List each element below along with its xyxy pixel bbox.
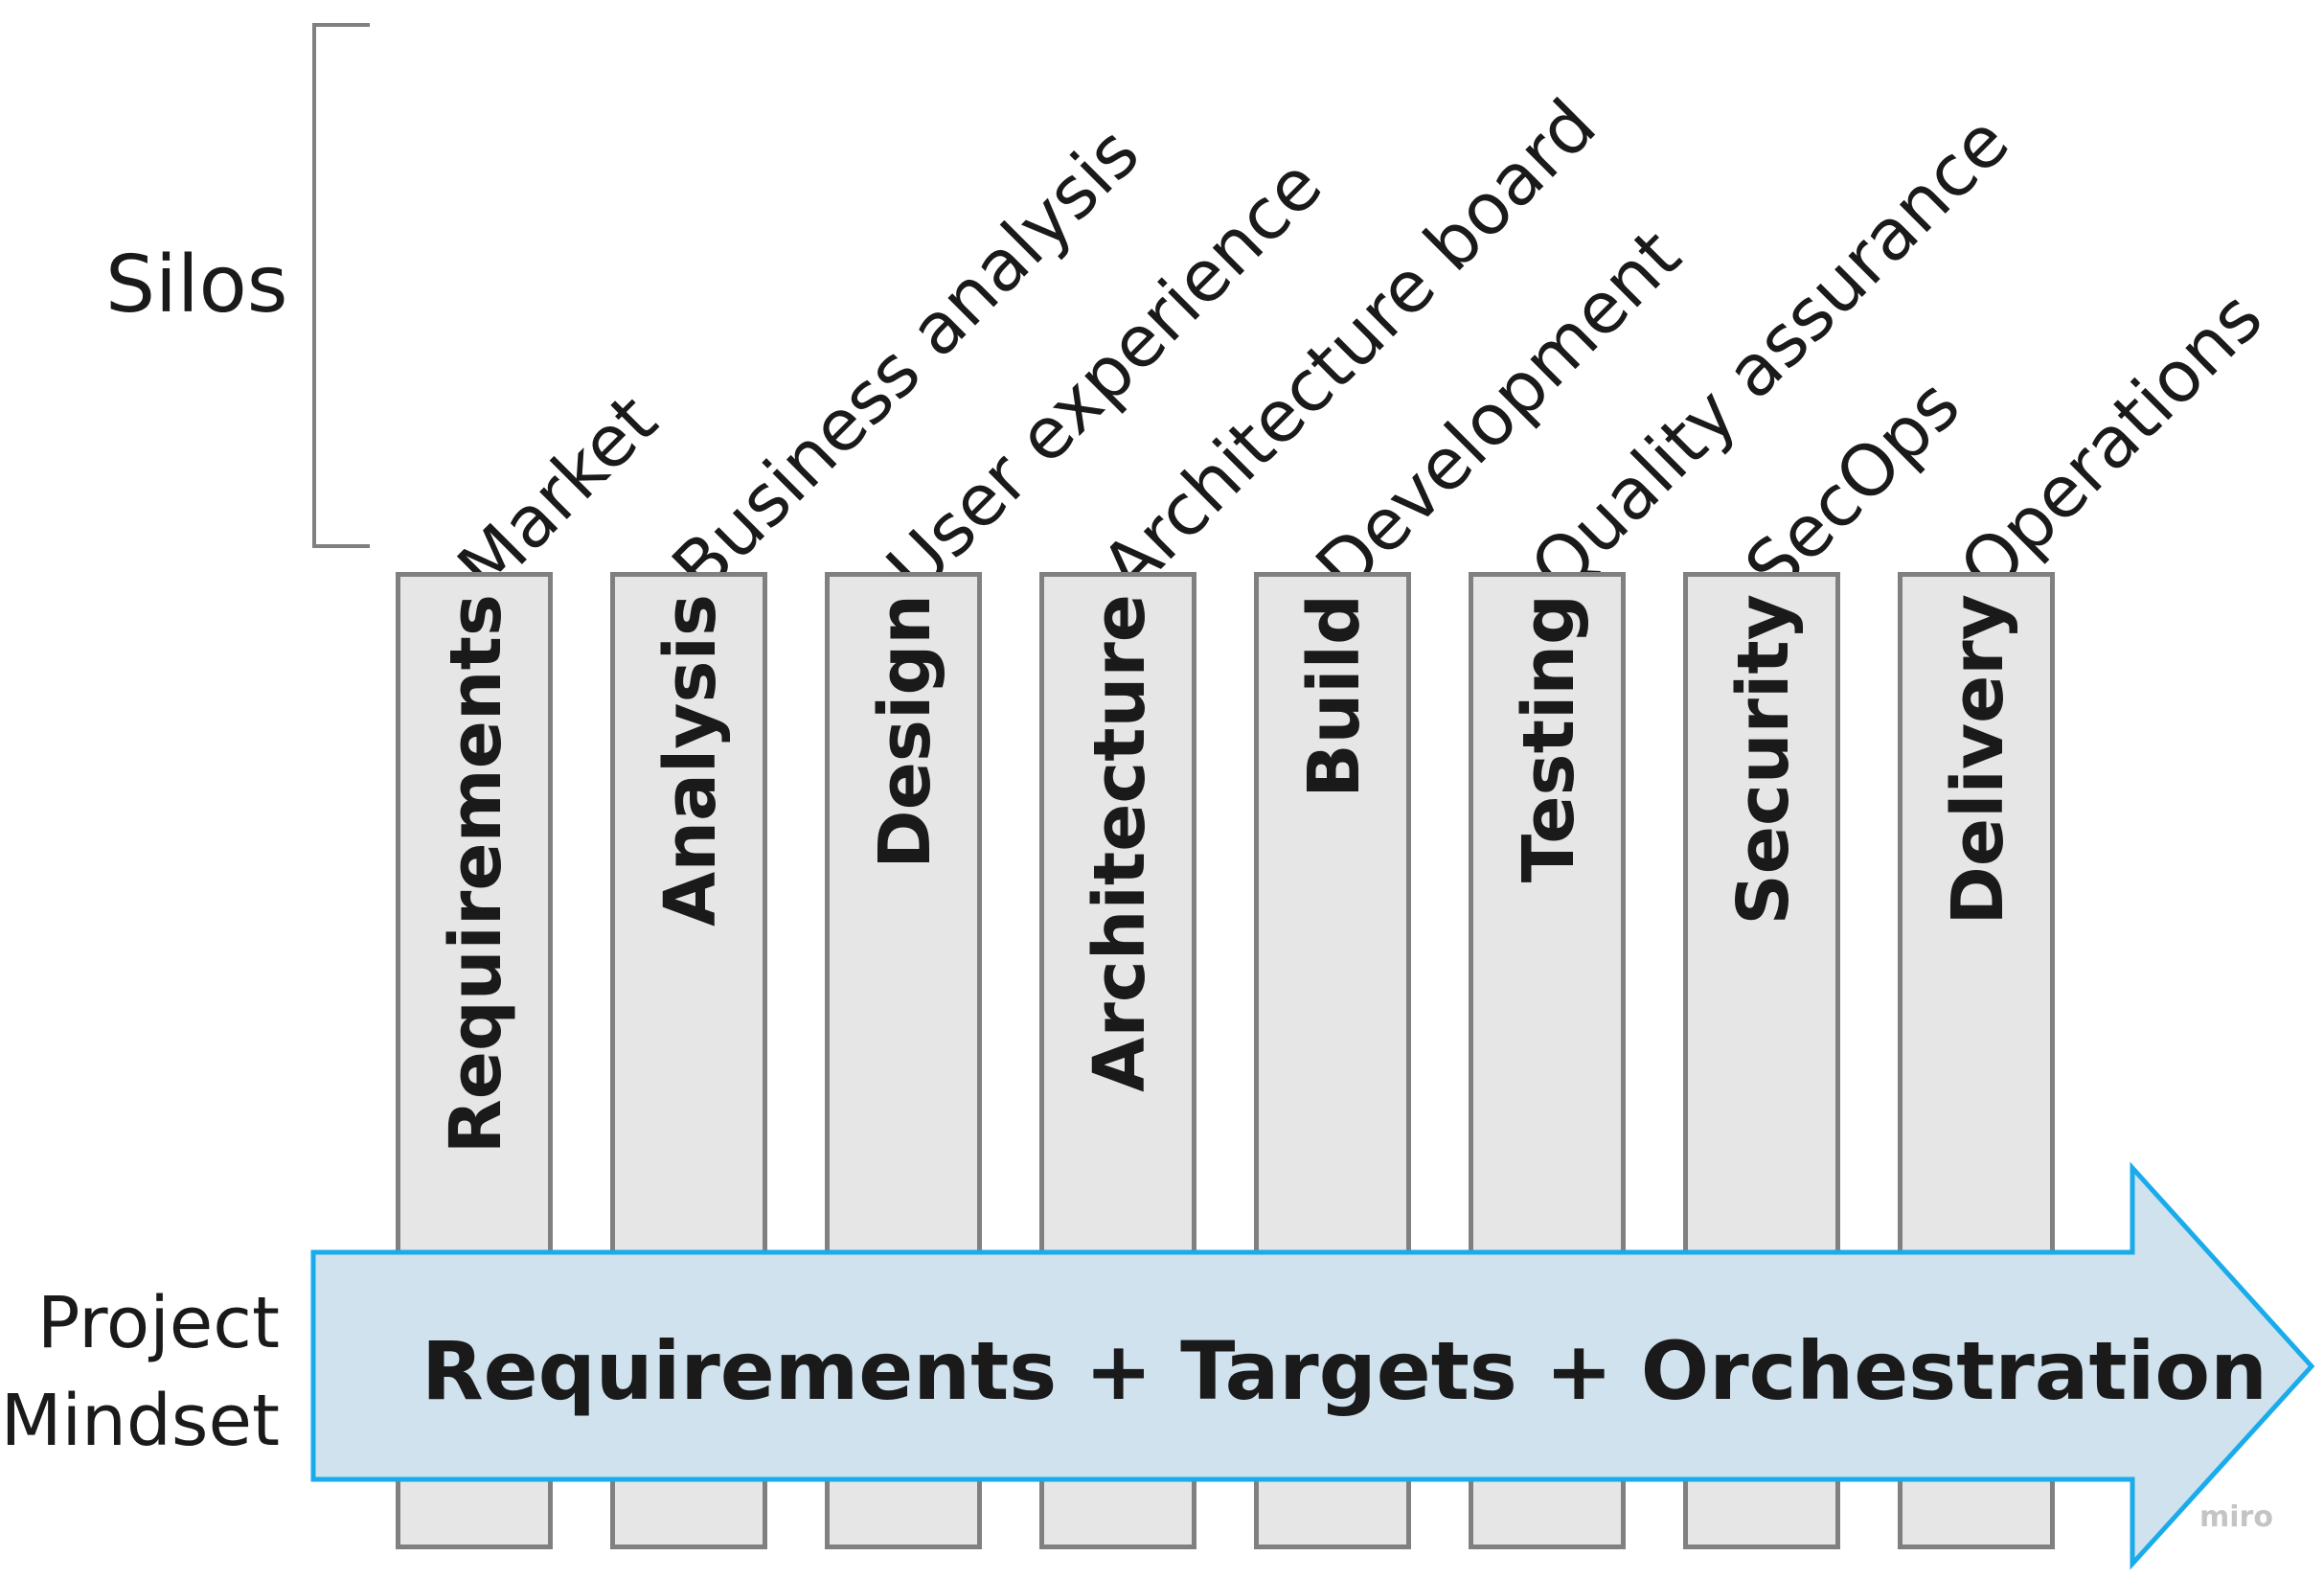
project-mindset-line1: Project xyxy=(36,1282,280,1364)
miro-watermark: miro xyxy=(2199,1500,2273,1534)
project-mindset-label: Project Mindset xyxy=(1,1274,280,1470)
project-mindset-line2: Mindset xyxy=(0,1380,280,1462)
arrow-label: Requirements + Targets + Orchestration xyxy=(422,1324,2267,1418)
silos-label: Silos xyxy=(105,240,288,331)
